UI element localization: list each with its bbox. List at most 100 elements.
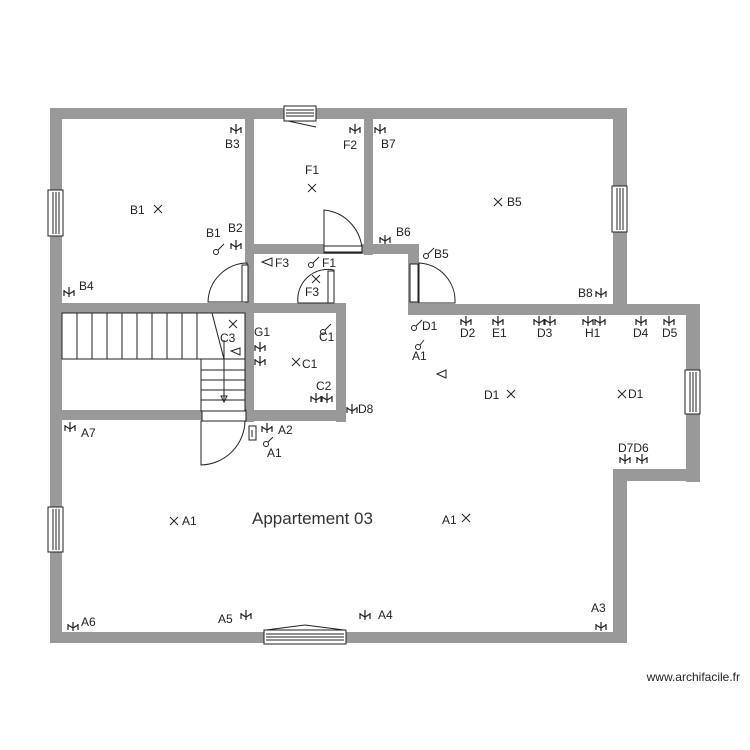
outlet-icon (594, 316, 606, 326)
wall-east-bump-bottom (613, 469, 700, 481)
switch-icon (263, 436, 274, 447)
window-left-upper (47, 189, 64, 237)
window-top (283, 105, 317, 128)
wall-left (50, 108, 62, 643)
cross-marker (169, 516, 179, 526)
walls (50, 108, 700, 643)
outlet-icon (261, 423, 273, 433)
cross-marker (493, 197, 503, 207)
outlet-icon (230, 240, 242, 250)
label-d7d6: D7D6 (618, 441, 649, 455)
wall-vertical-stairs-right (245, 303, 254, 422)
outlet-icon (321, 393, 333, 403)
door-b1 (207, 262, 249, 303)
label-d1-switch: D1 (422, 319, 438, 333)
wall-corridor-top (408, 304, 700, 315)
wall-top-left (50, 108, 376, 119)
label-a1-low: A1 (267, 446, 282, 460)
cross-marker (461, 513, 471, 523)
label-b1-switch: B1 (206, 226, 221, 240)
lamp-icon (248, 425, 257, 441)
label-a2: A2 (278, 423, 293, 437)
label-e1: E1 (492, 326, 507, 340)
label-d5: D5 (662, 326, 678, 340)
outlet-icon (595, 622, 607, 631)
label-c2: C2 (316, 379, 332, 393)
window-right-upper (611, 185, 628, 233)
label-b5-switch: B5 (434, 247, 449, 261)
lamp-icon (229, 347, 241, 356)
outlet-icon (379, 235, 391, 244)
outlet-icon (230, 124, 242, 134)
label-a1-right: A1 (442, 513, 457, 527)
window-right-east (684, 369, 701, 415)
outlet-symbols (63, 124, 675, 631)
label-b2: B2 (228, 221, 243, 235)
label-f3-door: F3 (305, 285, 319, 299)
outlet-icon (544, 316, 556, 326)
switch-icon (308, 256, 320, 268)
door-f3 (297, 268, 335, 304)
outlet-icon (359, 610, 371, 620)
outlet-icon (492, 316, 504, 326)
staircase (61, 312, 246, 412)
label-b6: B6 (396, 225, 411, 239)
label-f1-room: F1 (305, 163, 319, 177)
outlet-icon (595, 288, 607, 298)
watermark: www.archifacile.fr (646, 670, 740, 684)
label-d1-right: D1 (628, 387, 644, 401)
outlet-icon (254, 356, 266, 366)
switch-icon (213, 243, 225, 255)
plan-title: Appartement 03 (252, 509, 373, 528)
label-g1: G1 (254, 325, 270, 339)
label-a7: A7 (81, 426, 96, 440)
wall-vertical-f-b5 (364, 108, 373, 255)
switch-icon (320, 323, 332, 335)
label-c3: C3 (220, 331, 236, 345)
label-b4: B4 (79, 279, 94, 293)
switch-symbols (213, 243, 447, 447)
label-c1-room: C1 (302, 357, 318, 371)
lamp-icon (435, 369, 447, 379)
outlet-icon (374, 124, 386, 134)
outlet-icon (310, 393, 322, 403)
label-d4: D4 (633, 326, 649, 340)
wall-h-c-bottom (245, 410, 346, 421)
switch-icon (415, 339, 425, 350)
cross-marker (153, 204, 163, 214)
label-d1-room: D1 (484, 388, 500, 402)
windows (47, 105, 701, 645)
outlet-icon (67, 622, 79, 631)
outlet-icon (533, 316, 545, 326)
cross-marker (307, 183, 317, 193)
lamp-icon (260, 257, 273, 267)
window-left-lower (47, 506, 64, 553)
label-a1-left: A1 (182, 514, 197, 528)
wall-top-right (372, 108, 627, 119)
outlet-icon (582, 316, 594, 326)
outlet-icon (663, 316, 675, 326)
wall-h-stairs-top (50, 303, 346, 313)
outlet-icon (619, 454, 631, 464)
doors (200, 209, 456, 466)
label-b8: B8 (578, 286, 593, 300)
outlet-icon (460, 316, 472, 326)
outlet-icon (63, 287, 75, 297)
cross-marker (506, 389, 516, 399)
door-f (323, 209, 363, 254)
outlet-icon (346, 404, 358, 414)
label-f3-left: F3 (275, 256, 289, 270)
wall-vertical-c-right (336, 303, 346, 422)
label-f1-switch: F1 (322, 256, 336, 270)
label-a1-switch: A1 (412, 349, 427, 363)
outlet-icon (636, 454, 648, 464)
outlet-icon (64, 422, 76, 432)
outlet-icon (254, 342, 266, 352)
label-h1: H1 (585, 326, 601, 340)
label-a4: A4 (378, 608, 393, 622)
labels: B3 F2 B7 F1 B1 B5 B1 B2 B6 B5 F3 F1 F3 B… (79, 137, 678, 629)
label-d8: D8 (358, 402, 374, 416)
label-a6: A6 (81, 615, 96, 629)
label-b5-room: B5 (507, 195, 522, 209)
